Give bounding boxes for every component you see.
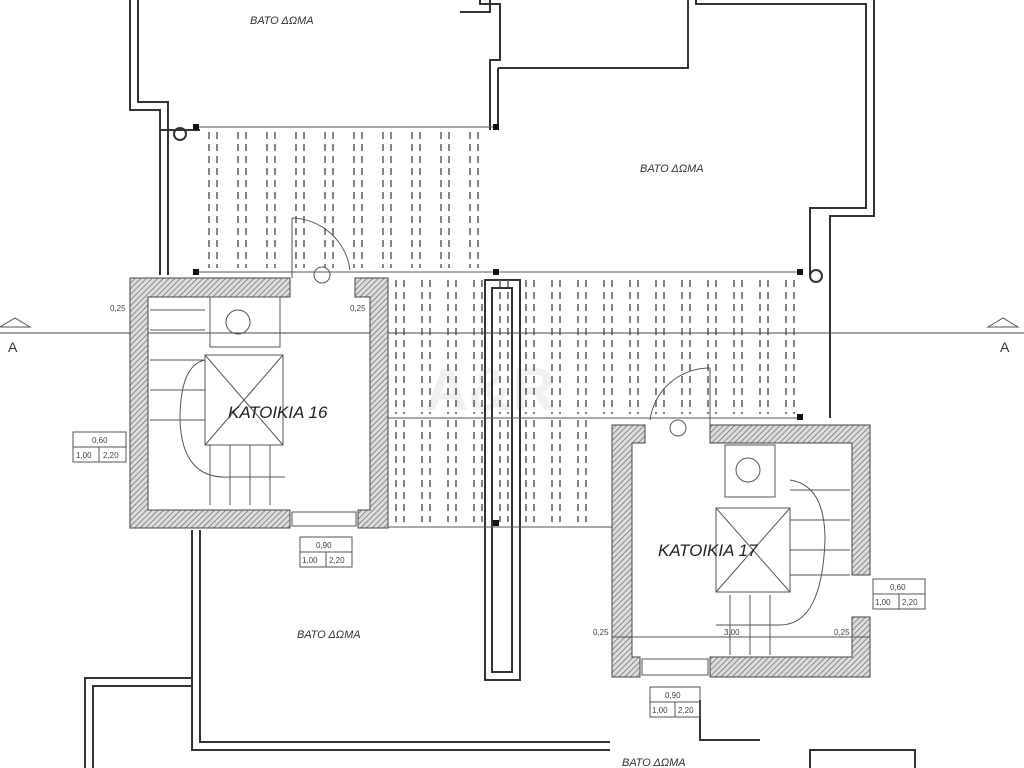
window-tag-16-side: 0,60 1,00 2,20 — [72, 431, 127, 463]
door-tag-16: 0,90 1,00 2,20 — [299, 536, 353, 568]
section-label-left: A — [8, 339, 18, 355]
roof-label: ΒΑΤΟ ΔΩΜΑ — [622, 757, 686, 768]
roof-label: ΒΑΤΟ ΔΩΜΑ — [297, 629, 361, 641]
roof-label: ΒΑΤΟ ΔΩΜΑ — [250, 15, 314, 27]
dim-wall: 0,25 — [593, 628, 609, 637]
drain-icon — [173, 127, 187, 141]
svg-text:0,90: 0,90 — [665, 691, 681, 700]
pergola — [208, 132, 795, 522]
door-tag-17: 0,90 1,00 2,20 — [649, 686, 701, 718]
apartment-17-label: ΚΑΤΟΙΚΙΑ 17 — [658, 541, 758, 560]
svg-text:2,20: 2,20 — [678, 706, 694, 715]
svg-text:0,60: 0,60 — [890, 583, 906, 592]
roof-label: ΒΑΤΟ ΔΩΜΑ — [640, 163, 704, 175]
svg-text:0,60: 0,60 — [92, 436, 108, 445]
section-marker-icon — [0, 317, 32, 328]
svg-text:1,00: 1,00 — [875, 598, 891, 607]
section-marker-icon — [986, 317, 1020, 328]
section-line: A A — [0, 317, 1024, 355]
svg-text:2,20: 2,20 — [103, 451, 119, 460]
svg-text:2,20: 2,20 — [329, 556, 345, 565]
svg-text:2,20: 2,20 — [902, 598, 918, 607]
svg-text:1,00: 1,00 — [76, 451, 92, 460]
svg-text:0,90: 0,90 — [316, 541, 332, 550]
apartment-16-label: ΚΑΤΟΙΚΙΑ 16 — [228, 403, 328, 422]
dim-wall: 0,25 — [350, 304, 366, 313]
pergola-frame — [173, 124, 823, 528]
watermark-logo: A&R — [425, 356, 555, 423]
window-tag-17-side: 0,60 1,00 2,20 — [872, 578, 926, 610]
drain-icon — [809, 269, 823, 283]
apartment-16: ΚΑΤΟΙΚΙΑ 16 0,25 0,25 0,60 1,00 2,20 0,9… — [72, 217, 389, 568]
dim-inner: 3,00 — [724, 628, 740, 637]
apartment-17: ΚΑΤΟΙΚΙΑ 17 0,25 3,00 0,25 0,60 1,00 2,2… — [593, 367, 926, 718]
svg-text:1,00: 1,00 — [652, 706, 668, 715]
section-label-right: A — [1000, 339, 1010, 355]
dim-wall: 0,25 — [834, 628, 850, 637]
dim-wall: 0,25 — [110, 304, 126, 313]
svg-text:1,00: 1,00 — [302, 556, 318, 565]
